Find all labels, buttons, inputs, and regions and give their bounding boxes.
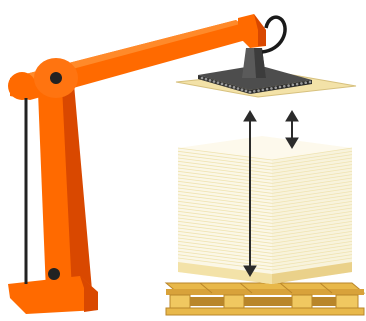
suction-cup bbox=[233, 86, 236, 89]
pallet-gap-left bbox=[190, 297, 224, 306]
suction-cup bbox=[241, 88, 244, 91]
crane-base-bolt bbox=[48, 268, 60, 280]
suction-cup bbox=[300, 82, 303, 85]
suction-cup bbox=[213, 80, 216, 83]
crane-counter-hub bbox=[8, 72, 36, 100]
arrow-head-up bbox=[244, 111, 256, 121]
suction-cup bbox=[279, 86, 282, 89]
pallet-block-left bbox=[170, 295, 190, 308]
sheet-stack bbox=[178, 136, 352, 284]
suction-cup bbox=[249, 91, 252, 94]
pallet-block-center bbox=[224, 295, 244, 308]
suction-cup bbox=[237, 87, 240, 90]
pallet-bottom-board bbox=[166, 308, 364, 315]
pallet-block-right bbox=[292, 295, 312, 308]
suction-cup bbox=[270, 87, 273, 90]
suction-cup bbox=[201, 77, 204, 80]
suction-cup bbox=[221, 83, 224, 86]
suction-cup bbox=[209, 79, 212, 82]
suction-cup bbox=[217, 81, 220, 84]
suction-cup bbox=[225, 84, 228, 87]
suction-cup bbox=[274, 86, 277, 89]
crane-pivot-bolt bbox=[50, 72, 62, 84]
pallet-gap-right bbox=[244, 297, 292, 306]
suction-cup bbox=[253, 90, 256, 93]
suction-cup bbox=[205, 78, 208, 81]
pallet-gap-far bbox=[312, 297, 336, 306]
suction-cup bbox=[292, 84, 295, 87]
arrow-head-up bbox=[286, 111, 298, 121]
suction-cup bbox=[296, 83, 299, 86]
suction-cup bbox=[262, 89, 265, 92]
suction-cup bbox=[266, 88, 269, 91]
suction-cup bbox=[229, 85, 232, 88]
pallet-block-far bbox=[336, 295, 358, 308]
suction-cup bbox=[287, 84, 290, 87]
pallet bbox=[166, 283, 364, 315]
suction-cup bbox=[283, 85, 286, 88]
suction-cup bbox=[257, 89, 260, 92]
pallet-top-front bbox=[166, 289, 364, 295]
suction-cup bbox=[309, 81, 312, 84]
suction-cup bbox=[304, 81, 307, 84]
suction-cup bbox=[245, 90, 248, 93]
